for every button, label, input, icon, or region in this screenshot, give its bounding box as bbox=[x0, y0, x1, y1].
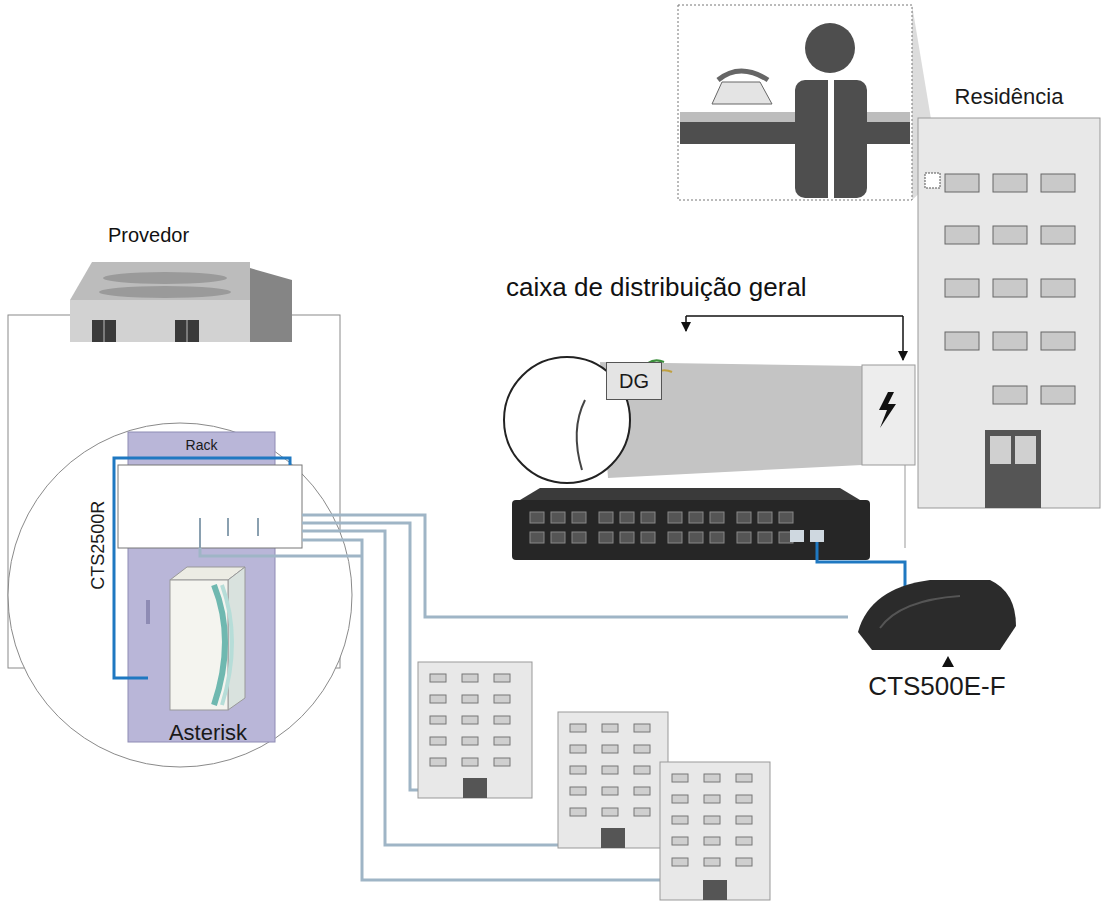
port-ticks bbox=[200, 518, 258, 548]
provider-label: Provedor bbox=[108, 224, 189, 247]
door-pane bbox=[1015, 436, 1036, 464]
door-pane bbox=[990, 436, 1011, 464]
modem-link bbox=[817, 542, 905, 588]
cts2500r-body bbox=[118, 465, 302, 548]
residence-building bbox=[918, 118, 1100, 508]
dg-wires bbox=[577, 360, 672, 470]
node-label: CTS500E-F bbox=[868, 672, 1005, 702]
box-drop bbox=[905, 465, 906, 548]
server-tower bbox=[170, 567, 245, 710]
residence-node: Residência bbox=[915, 80, 1103, 508]
dg-box: DG bbox=[606, 362, 662, 400]
asterisk-node: Asterisk bbox=[148, 565, 268, 747]
provider-building bbox=[70, 262, 292, 342]
zoom-wedge bbox=[600, 362, 862, 478]
cts500ef-node: CTS500E-F bbox=[848, 578, 1026, 702]
distribution-box-label: caixa de distribuição geral bbox=[506, 273, 807, 303]
node-label: CTS2500R bbox=[89, 500, 110, 589]
rack-slot bbox=[146, 600, 150, 624]
window-marker bbox=[925, 173, 940, 188]
residence-door bbox=[985, 430, 1041, 508]
node-label: DG bbox=[619, 370, 649, 393]
small-buildings bbox=[418, 662, 770, 900]
connector-line bbox=[302, 515, 848, 617]
zoom-circle bbox=[8, 423, 352, 767]
electrical-box bbox=[862, 365, 915, 465]
node-label: Residência bbox=[955, 84, 1064, 109]
node-label: Asterisk bbox=[169, 720, 247, 745]
modem bbox=[858, 580, 1016, 667]
inset-frame bbox=[678, 5, 912, 200]
cts2500r-node: CTS2500R bbox=[118, 465, 302, 548]
connector-line bbox=[114, 458, 290, 678]
person-at-desk bbox=[680, 23, 910, 198]
node-label: Rack bbox=[186, 437, 218, 453]
bracket-arrows bbox=[686, 316, 903, 360]
residence-windows bbox=[945, 174, 1075, 404]
rack-node: RackCTS2500RAsterisk bbox=[128, 432, 275, 742]
lightning-symbol bbox=[879, 392, 896, 428]
